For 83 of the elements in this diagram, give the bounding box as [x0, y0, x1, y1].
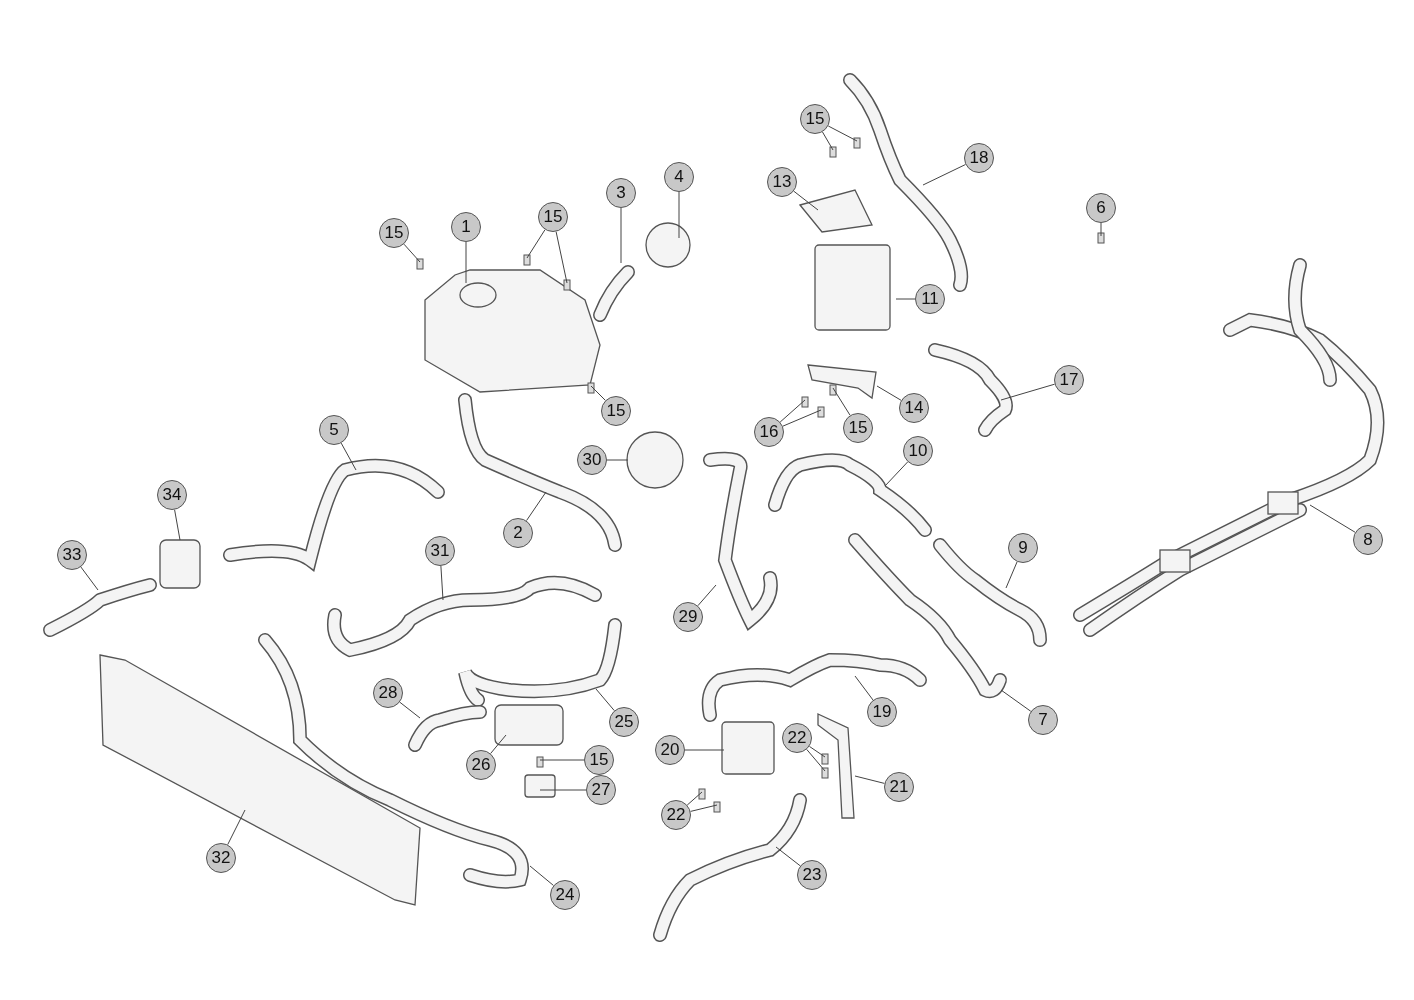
callout-number: 8: [1353, 525, 1383, 555]
callout-number: 4: [664, 162, 694, 192]
leader-line: [793, 190, 819, 211]
leader-line: [827, 125, 858, 142]
callout-number: 34: [157, 480, 187, 510]
callout-number: 24: [550, 880, 580, 910]
leader-line: [690, 804, 718, 812]
leader-line: [876, 385, 902, 401]
leader-line: [403, 243, 421, 263]
callout-number: 7: [1028, 705, 1058, 735]
callout-number: 9: [1008, 533, 1038, 563]
callout-number: 13: [767, 167, 797, 197]
leader-line: [227, 809, 246, 846]
callout-number: 15: [379, 218, 409, 248]
leader-line: [775, 846, 801, 867]
leader-line: [822, 131, 834, 151]
callout-number: 6: [1086, 193, 1116, 223]
callout-number: 27: [586, 775, 616, 805]
callout-number: 11: [915, 284, 945, 314]
callout-number: 30: [577, 445, 607, 475]
callout-number: 15: [584, 745, 614, 775]
callout-number: 18: [964, 143, 994, 173]
callout-number: 15: [843, 413, 873, 443]
leader-line: [884, 461, 909, 487]
callout-number: 22: [661, 800, 691, 830]
callout-number: 15: [538, 202, 568, 232]
callout-number: 29: [673, 602, 703, 632]
callout-number: 14: [899, 393, 929, 423]
callout-number: 31: [425, 536, 455, 566]
leader-line: [686, 791, 703, 806]
leader-line: [465, 241, 467, 284]
callout-number: 23: [797, 860, 827, 890]
leader-line: [806, 748, 826, 772]
callout-number: 2: [503, 518, 533, 548]
leader-line: [606, 459, 629, 461]
callout-number: 32: [206, 843, 236, 873]
leader-line: [340, 442, 357, 471]
leader-line: [1100, 222, 1102, 237]
leader-line: [539, 789, 587, 791]
leader-line: [1309, 504, 1356, 533]
leader-line: [854, 775, 885, 784]
leader-line: [620, 207, 622, 264]
leader-line: [808, 745, 826, 758]
callout-number: 15: [601, 396, 631, 426]
leader-line: [922, 164, 966, 186]
callout-number: 21: [884, 772, 914, 802]
leader-line: [529, 865, 554, 886]
callout-number: 16: [754, 417, 784, 447]
leader-line: [895, 298, 916, 300]
callout-number: 17: [1054, 365, 1084, 395]
callout-number: 20: [655, 735, 685, 765]
leader-line: [854, 675, 874, 701]
callout-number: 33: [57, 540, 87, 570]
leader-line: [1000, 689, 1032, 712]
callout-number: 3: [606, 178, 636, 208]
leader-line: [440, 565, 444, 601]
leader-line: [832, 387, 851, 416]
leader-line: [595, 688, 615, 712]
leader-line: [399, 701, 421, 719]
leader-line: [782, 409, 822, 427]
leader-line: [539, 759, 585, 761]
callout-number: 28: [373, 678, 403, 708]
callout-number: 25: [609, 707, 639, 737]
leader-line: [684, 749, 725, 751]
callout-number: 10: [903, 436, 933, 466]
leader-line: [1005, 561, 1018, 589]
leader-line: [779, 399, 806, 423]
callout-number: 5: [319, 415, 349, 445]
leader-line: [174, 509, 181, 541]
leader-line: [555, 231, 568, 284]
callout-number: 26: [466, 750, 496, 780]
leader-line: [678, 191, 680, 239]
leader-line: [490, 734, 507, 754]
leader-line: [697, 584, 717, 607]
leader-line: [1000, 383, 1056, 401]
leader-line: [80, 566, 99, 591]
leader-line: [526, 229, 546, 259]
callout-number: 15: [800, 104, 830, 134]
leader-line: [590, 385, 606, 401]
callout-number: 22: [782, 723, 812, 753]
leader-line: [526, 491, 547, 522]
callout-number: 1: [451, 212, 481, 242]
callout-number: 19: [867, 697, 897, 727]
